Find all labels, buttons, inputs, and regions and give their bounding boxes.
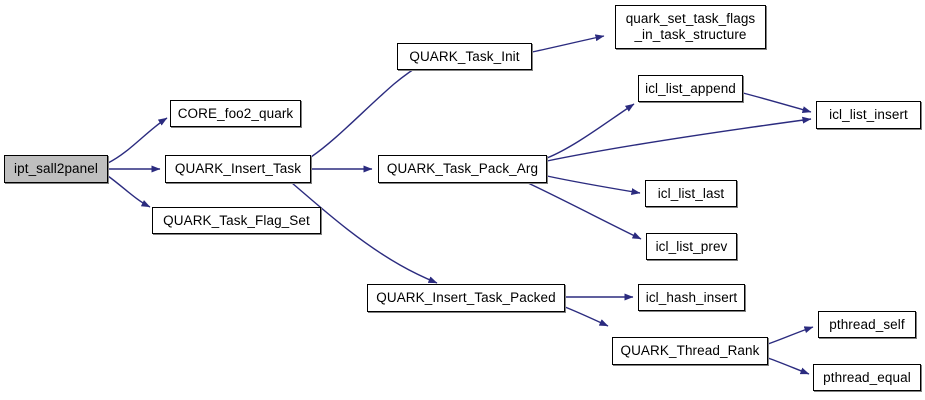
node-pthread_equal[interactable]: pthread_equal bbox=[813, 364, 921, 391]
node-label: QUARK_Task_Flag_Set bbox=[163, 212, 310, 228]
node-label: pthread_self bbox=[829, 316, 905, 332]
node-label: icl_list_insert bbox=[829, 107, 908, 123]
edge-QUARK_Thread_Rank-to-pthread_equal bbox=[767, 357, 810, 375]
node-label: QUARK_Task_Init bbox=[409, 48, 520, 64]
edge-QUARK_Task_Pack_Arg-to-icl_list_insert bbox=[546, 116, 812, 162]
node-label: QUARK_Task_Pack_Arg bbox=[386, 161, 539, 177]
node-CORE_foo2_quark[interactable]: CORE_foo2_quark bbox=[170, 100, 301, 127]
edge-QUARK_Insert_Task-to-QUARK_Task_Init bbox=[310, 61, 426, 158]
node-label: icl_list_append bbox=[645, 80, 736, 96]
node-QUARK_Thread_Rank[interactable]: QUARK_Thread_Rank bbox=[612, 337, 768, 365]
node-label: QUARK_Thread_Rank bbox=[620, 343, 760, 359]
edge-QUARK_Task_Pack_Arg-to-icl_list_last bbox=[546, 175, 641, 196]
edge-QUARK_Task_Pack_Arg-to-icl_list_prev bbox=[527, 182, 642, 240]
node-icl_hash_insert[interactable]: icl_hash_insert bbox=[638, 284, 745, 311]
node-icl_list_prev[interactable]: icl_list_prev bbox=[646, 233, 737, 260]
node-label: pthread_equal bbox=[823, 369, 911, 385]
node-label: ipt_sall2panel bbox=[14, 161, 98, 177]
node-label: icl_list_prev bbox=[655, 238, 728, 254]
node-ipt_sall2panel[interactable]: ipt_sall2panel bbox=[4, 155, 108, 183]
node-QUARK_Insert_Task[interactable]: QUARK_Insert_Task bbox=[165, 155, 311, 183]
node-QUARK_Insert_Task_Packed[interactable]: QUARK_Insert_Task_Packed bbox=[367, 284, 565, 312]
edge-icl_list_append-to-icl_list_insert bbox=[742, 92, 812, 114]
node-QUARK_Task_Pack_Arg[interactable]: QUARK_Task_Pack_Arg bbox=[378, 155, 547, 183]
node-QUARK_Task_Init[interactable]: QUARK_Task_Init bbox=[397, 43, 532, 70]
edge-QUARK_Task_Pack_Arg-to-icl_list_append bbox=[546, 103, 635, 159]
node-pthread_self[interactable]: pthread_self bbox=[818, 311, 916, 338]
node-label: CORE_foo2_quark bbox=[177, 105, 294, 121]
node-label: QUARK_Insert_Task_Packed bbox=[376, 290, 556, 306]
edge-ipt_sall2panel-to-CORE_foo2_quark bbox=[107, 117, 168, 164]
node-label: icl_hash_insert bbox=[645, 289, 738, 305]
edge-QUARK_Insert_Task_Packed-to-QUARK_Thread_Rank bbox=[564, 306, 609, 327]
edge-QUARK_Task_Init-to-quark_set_task_flags_in_task_structure bbox=[531, 34, 605, 53]
node-label: QUARK_Insert_Task bbox=[174, 161, 302, 177]
node-icl_list_insert[interactable]: icl_list_insert bbox=[816, 101, 921, 129]
node-label: quark_set_task_flags _in_task_structure bbox=[625, 11, 756, 42]
edge-ipt_sall2panel-to-QUARK_Task_Flag_Set bbox=[107, 175, 151, 208]
node-quark_set_task_flags_in_task_structure[interactable]: quark_set_task_flags _in_task_structure bbox=[615, 5, 766, 49]
node-label: icl_list_last bbox=[657, 185, 725, 201]
edge-QUARK_Thread_Rank-to-pthread_self bbox=[767, 326, 814, 345]
node-icl_list_append[interactable]: icl_list_append bbox=[638, 75, 743, 102]
node-icl_list_last[interactable]: icl_list_last bbox=[645, 180, 737, 207]
node-QUARK_Task_Flag_Set[interactable]: QUARK_Task_Flag_Set bbox=[152, 207, 321, 234]
